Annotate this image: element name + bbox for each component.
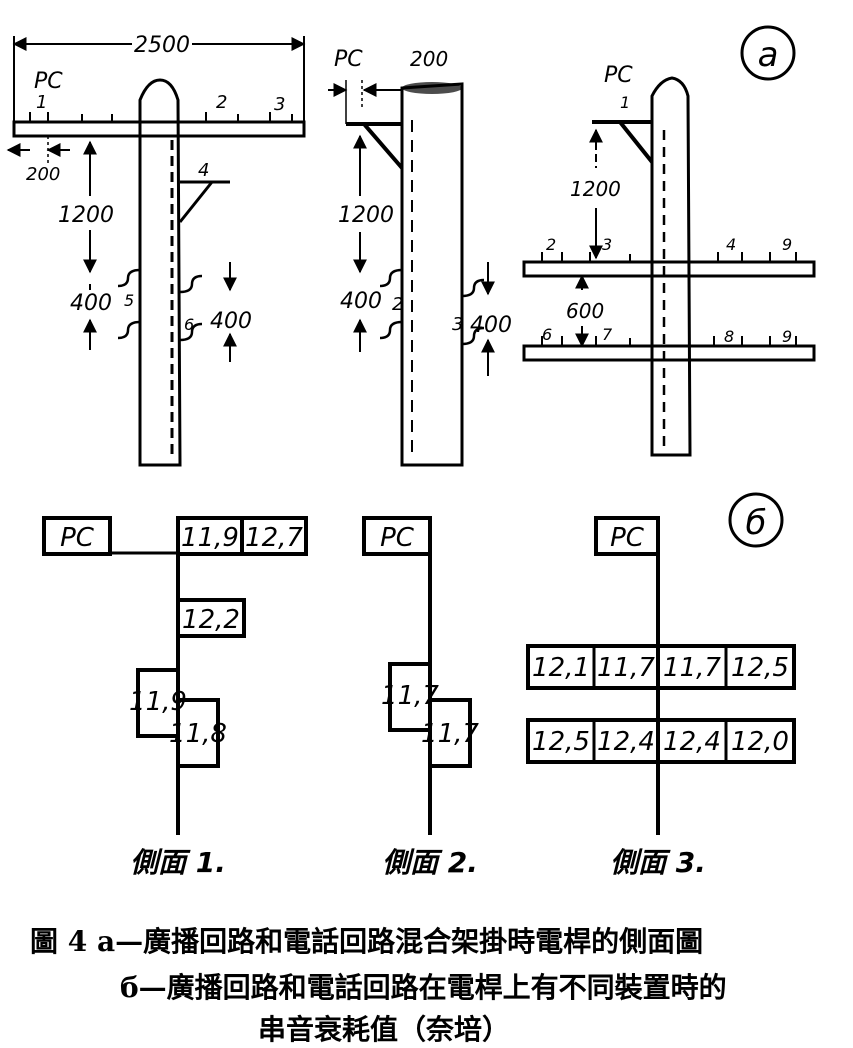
panel-a-marker-text: a	[758, 35, 779, 75]
pole-3-pos-5: 9	[782, 235, 792, 254]
side-1-diagram: PC 11,9 12,7 12,2 11,9 11,8 側面 1.	[42, 516, 308, 879]
pole-2-height-label: 1200	[338, 203, 394, 228]
pole-1-spacing-right-label: 400	[210, 309, 252, 334]
pole-3-crossarm-lower	[522, 344, 816, 362]
pole-2-bracket	[346, 122, 404, 170]
pole-2-drawing: PC 200 1200 2 3 400 400	[328, 47, 512, 467]
side-3-row2-cell-2: 12,4	[597, 727, 655, 757]
side-1-value-mid: 12,2	[182, 605, 240, 635]
side-3-rc: PC	[610, 523, 645, 553]
pole-1-rc-label: PC	[34, 69, 63, 94]
side-3-row1-cell-2: 11,7	[597, 653, 655, 683]
caption-line-1: 圖 4 а—廣播回路和電話回路混合架掛時電桿的側面圖	[30, 925, 704, 958]
side-1-value-right: 11,8	[169, 719, 227, 749]
pole-1-drawing: 2500 PC 1 2 3 200 4 1200 5 6 400	[6, 32, 306, 467]
side-2-caption: 側面 2.	[382, 846, 478, 879]
side-3-row1-cell-1: 12,1	[532, 653, 590, 683]
pole-2-pos-3: 3	[452, 314, 463, 335]
pole-1-body	[138, 78, 182, 467]
pole-1-offset-label: 200	[26, 164, 60, 185]
pole-3-pos-9: 9	[782, 327, 792, 346]
pole-2-spacing-left-label: 400	[340, 289, 382, 314]
pole-3-rc-label: PC	[604, 63, 633, 88]
pole-3-crossarm-upper	[522, 260, 816, 278]
side-3-row1-cell-3: 11,7	[663, 653, 721, 683]
pole-3-pos-6: 6	[542, 325, 552, 344]
side-2-value-right: 11,7	[421, 719, 479, 749]
pole-3-body	[650, 76, 692, 457]
pole-2-pos-2: 2	[392, 294, 403, 315]
side-1-value-top-2: 12,7	[245, 523, 303, 553]
side-1-value-top-1: 11,9	[181, 523, 239, 553]
panel-b-marker-text: б	[746, 503, 767, 543]
pole-2-offset-label: 200	[410, 47, 448, 71]
pole-3-drawing: PC 1 1200 2 3 4 9 600 6 7 8 9	[522, 63, 816, 457]
pole-1-spacing-left-label: 400	[70, 291, 112, 316]
pole-1-crossarm	[12, 120, 306, 138]
pole-3-height-label: 1200	[570, 177, 621, 201]
pole-2-spacing-right-label: 400	[470, 313, 512, 338]
side-2-rc: PC	[380, 523, 415, 553]
pole-1-pos-6: 6	[184, 315, 194, 334]
pole-1-bracket-4	[178, 180, 230, 223]
side-3-row2-cell-3: 12,4	[663, 727, 721, 757]
side-1-caption: 側面 1.	[130, 846, 226, 879]
pole-3-pos-1: 1	[620, 93, 630, 112]
pole-1-pos-4: 4	[198, 160, 209, 181]
figure-canvas: a 2500 PC 1 2 3 200 4	[6, 25, 816, 879]
pole-3-pos-8: 8	[724, 327, 734, 346]
side-3-caption: 側面 3.	[610, 846, 706, 879]
side-3-row1-cell-4: 12,5	[731, 653, 789, 683]
caption-line-3: 串音衰耗值（奈培）	[258, 1013, 511, 1046]
pole-1-pos-3: 3	[274, 94, 285, 115]
side-3-row2-cell-1: 12,5	[532, 727, 590, 757]
panel-b-marker: б	[728, 492, 784, 548]
pole-3-pos-7: 7	[602, 325, 613, 344]
pole-1-pos-2: 2	[216, 92, 227, 113]
side-3-diagram: PC 12,1 11,7 11,7 12,5 12,5 12,4 12,4 12…	[526, 516, 796, 879]
pole-2-rc-label: PC	[334, 47, 363, 72]
pole-3-pos-4: 4	[726, 235, 736, 254]
side-2-diagram: PC 11,7 11,7 側面 2.	[362, 516, 479, 879]
pole-1-pos-1: 1	[36, 92, 47, 113]
panel-a-marker: a	[740, 25, 796, 81]
pole-1-width-label: 2500	[134, 33, 190, 58]
side-3-row2-cell-4: 12,0	[731, 727, 789, 757]
pole-3-bracket	[592, 120, 654, 164]
pole-3-spacing-label: 600	[566, 299, 604, 323]
pole-3-pos-3: 3	[602, 235, 612, 254]
side-1-rc: PC	[60, 523, 95, 553]
caption-line-2: б—廣播回路和電話回路在電桿上有不同裝置時的	[120, 971, 727, 1004]
pole-1-pos-5: 5	[124, 291, 134, 310]
pole-3-pos-2: 2	[546, 235, 556, 254]
pole-1-height-label: 1200	[58, 203, 114, 228]
